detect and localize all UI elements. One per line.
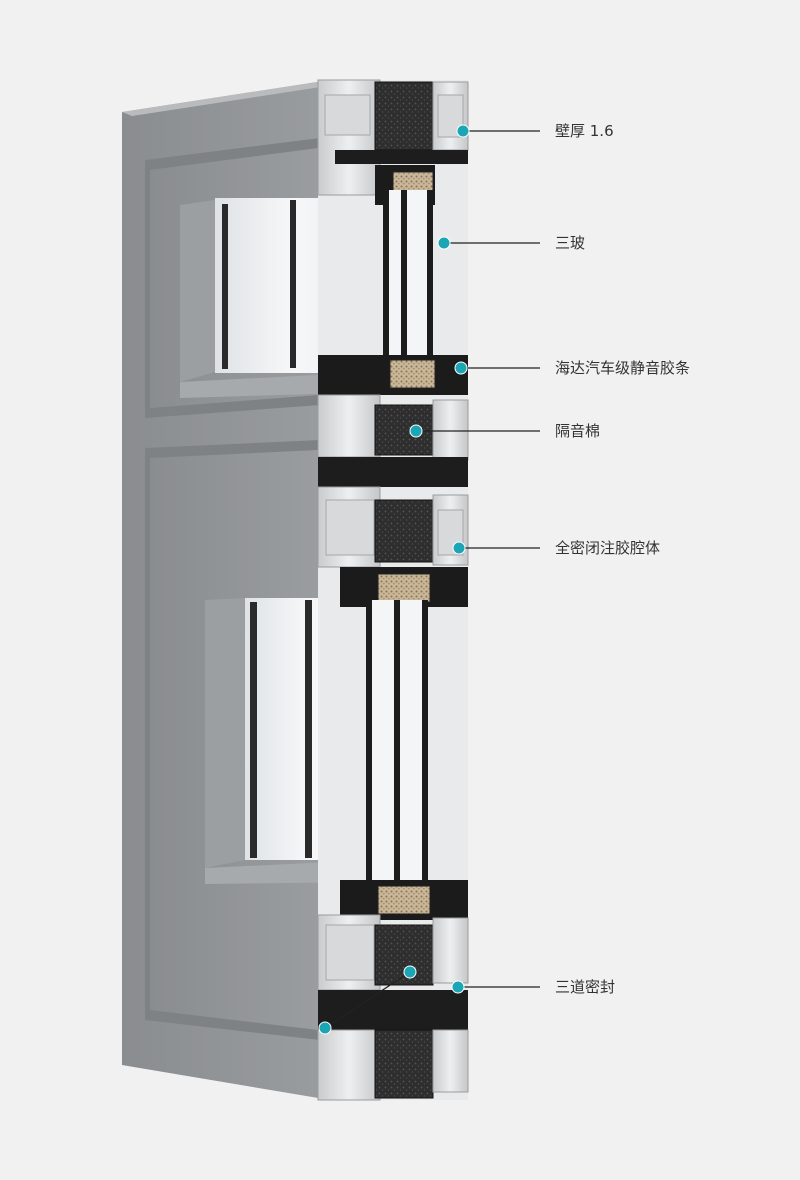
callout-dot-seal-left: [318, 1021, 332, 1035]
upper-glass-edge-2: [290, 200, 296, 368]
callout-dot-cotton: [409, 424, 423, 438]
callout-label-sealed-cavity: 全密闭注胶腔体: [555, 539, 661, 557]
lower-glass-edge: [250, 602, 257, 858]
callout-label-triple-glass: 三玻: [555, 234, 586, 252]
upper-triple-glazing: [383, 190, 433, 360]
callout-label-haida-gasket: 海达汽车级静音胶条: [555, 359, 691, 377]
middle-profile: [317, 355, 469, 607]
callout-label-triple-seal: 三道密封: [555, 978, 616, 996]
callout-dot-wall: [456, 124, 470, 138]
leader-line-seal-2: [324, 971, 411, 1029]
bottom-frame-profile: [317, 880, 469, 1101]
callout-label-wall-thickness: 壁厚 1.6: [555, 122, 614, 140]
callout-dot-seal-right: [451, 980, 465, 994]
callout-dot-glass: [437, 236, 451, 250]
upper-glass-edge: [222, 204, 228, 369]
lower-glass-edge-2: [305, 600, 312, 858]
frame-top-edge: [122, 80, 340, 116]
callout-dot-gasket: [454, 361, 468, 375]
lower-triple-glazing: [366, 600, 428, 885]
callout-dot-seal-mid: [403, 965, 417, 979]
upper-opening-reveal: [180, 200, 215, 382]
lower-opening-reveal: [205, 598, 245, 868]
callout-label-sound-cotton: 隔音棉: [555, 422, 601, 440]
callout-dot-cavity: [452, 541, 466, 555]
